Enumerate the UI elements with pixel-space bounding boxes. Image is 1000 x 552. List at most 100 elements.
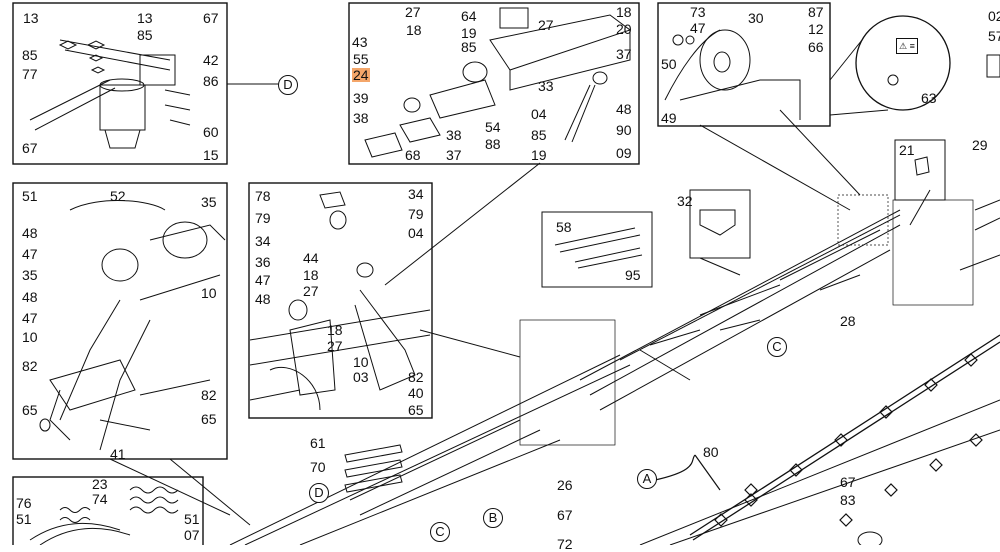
callout-86: 86	[203, 73, 219, 89]
detail-box-springs	[12, 476, 204, 545]
reference-letter-c: C	[767, 337, 787, 357]
callout-63: 63	[921, 90, 937, 106]
callout-48: 48	[616, 101, 632, 117]
detail-box-reel	[657, 2, 831, 127]
callout-15: 15	[203, 147, 219, 163]
callout-88: 88	[485, 136, 501, 152]
callout-20: 20	[616, 21, 632, 37]
callout-09: 09	[616, 145, 632, 161]
callout-85: 85	[531, 127, 547, 143]
callout-55: 55	[353, 51, 369, 67]
callout-82: 82	[408, 369, 424, 385]
callout-03: 03	[353, 369, 369, 385]
callout-36: 36	[255, 254, 271, 270]
reference-letter-b: B	[483, 508, 503, 528]
callout-85: 85	[137, 27, 153, 43]
callout-47: 47	[22, 246, 38, 262]
callout-13: 13	[23, 10, 39, 26]
callout-44: 44	[303, 250, 319, 266]
callout-07: 07	[184, 527, 200, 543]
callout-38: 38	[353, 110, 369, 126]
callout-83: 83	[840, 492, 856, 508]
callout-80: 80	[703, 444, 719, 460]
callout-73: 73	[690, 4, 706, 20]
callout-65: 65	[408, 402, 424, 418]
callout-47: 47	[690, 20, 706, 36]
reference-letter-d: D	[278, 75, 298, 95]
callout-57: 57	[988, 28, 1000, 44]
callout-10: 10	[201, 285, 217, 301]
callout-65: 65	[22, 402, 38, 418]
callout-49: 49	[661, 110, 677, 126]
callout-39: 39	[353, 90, 369, 106]
callout-61: 61	[310, 435, 326, 451]
callout-18: 18	[303, 267, 319, 283]
detail-box-filter	[12, 2, 228, 165]
callout-52: 52	[110, 188, 126, 204]
callout-51: 51	[22, 188, 38, 204]
callout-48: 48	[22, 225, 38, 241]
callout-34: 34	[255, 233, 271, 249]
callout-65: 65	[201, 411, 217, 427]
callout-78: 78	[255, 188, 271, 204]
callout-27: 27	[327, 338, 343, 354]
callout-50: 50	[661, 56, 677, 72]
callout-67: 67	[203, 10, 219, 26]
callout-21: 21	[899, 142, 915, 158]
callout-35: 35	[201, 194, 217, 210]
callout-33: 33	[538, 78, 554, 94]
callout-67: 67	[557, 507, 573, 523]
callout-60: 60	[203, 124, 219, 140]
callout-87: 87	[808, 4, 824, 20]
callout-26: 26	[557, 477, 573, 493]
callout-18: 18	[616, 4, 632, 20]
callout-18: 18	[327, 322, 343, 338]
detail-box-hinge	[348, 2, 640, 165]
callout-37: 37	[446, 147, 462, 163]
callout-68: 68	[405, 147, 421, 163]
callout-04: 04	[531, 106, 547, 122]
callout-64: 64	[461, 8, 477, 24]
callout-54: 54	[485, 119, 501, 135]
callout-40: 40	[408, 385, 424, 401]
callout-43: 43	[352, 34, 368, 50]
callout-67: 67	[22, 140, 38, 156]
callout-13: 13	[137, 10, 153, 26]
callout-27: 27	[538, 17, 554, 33]
callout-34: 34	[408, 186, 424, 202]
callout-38: 38	[446, 127, 462, 143]
callout-10: 10	[353, 354, 369, 370]
callout-19: 19	[461, 25, 477, 41]
callout-70: 70	[310, 459, 326, 475]
callout-04: 04	[408, 225, 424, 241]
callout-30: 30	[748, 10, 764, 26]
callout-58: 58	[556, 219, 572, 235]
callout-10: 10	[22, 329, 38, 345]
callout-27: 27	[303, 283, 319, 299]
callout-41: 41	[110, 446, 126, 462]
detail-box-clip	[689, 189, 751, 259]
callout-35: 35	[22, 267, 38, 283]
callout-24-highlighted[interactable]: 24	[352, 67, 370, 83]
detail-box-straps	[541, 211, 653, 288]
callout-23: 23	[92, 476, 108, 492]
reference-letter-a: A	[637, 469, 657, 489]
reference-letter-c: C	[430, 522, 450, 542]
callout-27: 27	[405, 4, 421, 20]
detail-box-pivot	[12, 182, 228, 460]
callout-37: 37	[616, 46, 632, 62]
callout-72: 72	[557, 536, 573, 552]
callout-32: 32	[677, 193, 693, 209]
callout-85: 85	[461, 39, 477, 55]
callout-47: 47	[255, 272, 271, 288]
reference-letter-d: D	[309, 483, 329, 503]
callout-47: 47	[22, 310, 38, 326]
callout-90: 90	[616, 122, 632, 138]
callout-95: 95	[625, 267, 641, 283]
callout-82: 82	[22, 358, 38, 374]
warning-decal: ⚠ ≡	[896, 38, 918, 54]
callout-48: 48	[255, 291, 271, 307]
callout-77: 77	[22, 66, 38, 82]
callout-51: 51	[184, 511, 200, 527]
detail-box-support	[248, 182, 433, 419]
